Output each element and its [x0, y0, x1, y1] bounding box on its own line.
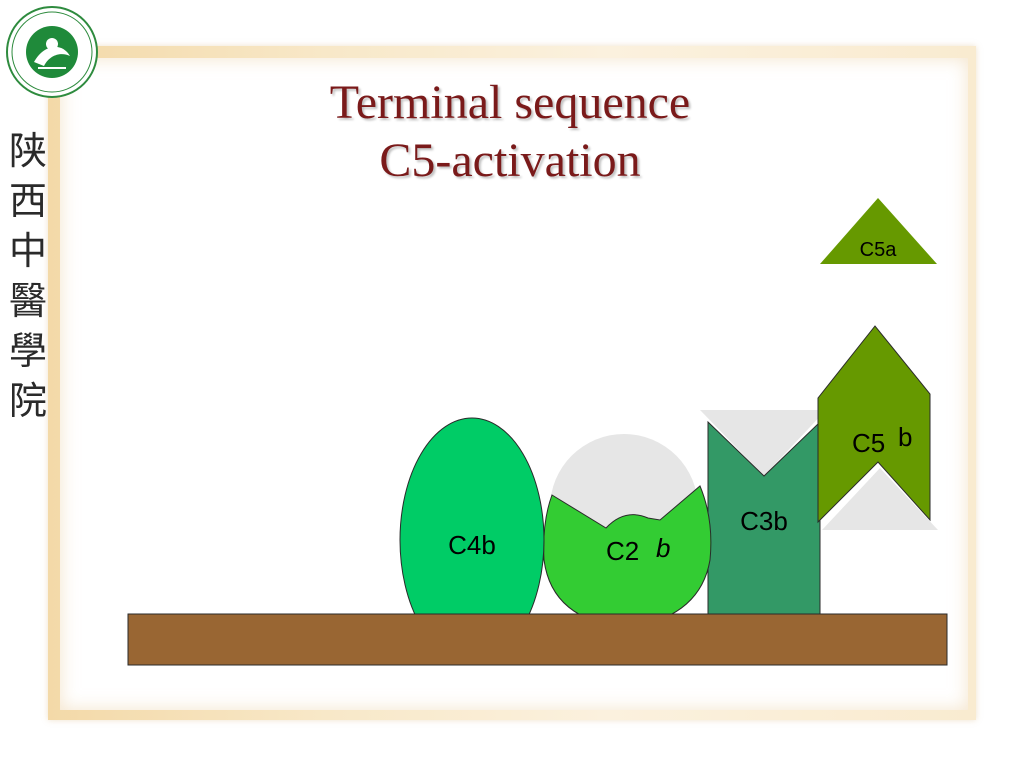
c2b-label-suffix: b	[656, 533, 670, 563]
c2b-component	[543, 485, 712, 629]
c2b-label-main: C2	[606, 536, 639, 566]
title-line-1: Terminal sequence	[329, 76, 691, 129]
c5b-notch	[822, 468, 938, 530]
c3b-label: C3b	[740, 506, 788, 536]
college-name-vertical: 陕西中醫學院	[8, 129, 47, 423]
c5a-label: C5a	[860, 239, 898, 261]
title-line-2: C5-activation	[379, 134, 641, 187]
university-logo	[6, 6, 98, 98]
c4b-label: C4b	[448, 530, 496, 560]
c3b-cleft	[700, 410, 826, 476]
c5b-label-suffix: b	[898, 422, 912, 452]
c5b-component	[817, 325, 931, 524]
c5a-fragment	[820, 198, 937, 264]
c5b-label-main: C5	[852, 428, 885, 458]
slide-title: Terminal sequence C5-activation	[200, 74, 820, 190]
cell-membrane	[127, 613, 948, 666]
